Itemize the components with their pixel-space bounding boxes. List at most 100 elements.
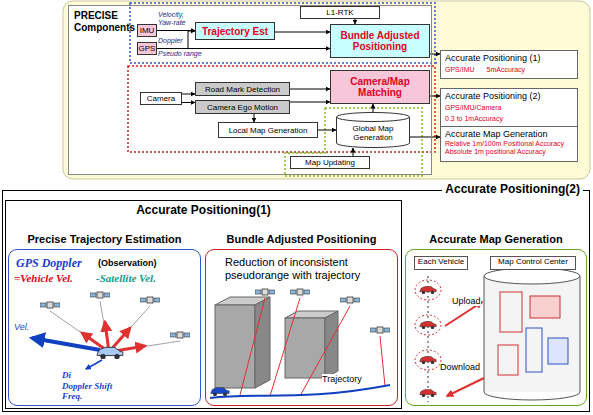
result-box: Accurate Positioning (2)GPS/IMU/Camera0.… [440, 88, 578, 128]
map-group-outline [285, 108, 422, 176]
input-box: GPS [137, 42, 157, 55]
process-box: Local Map Generation [218, 122, 318, 138]
node-text: Camera [147, 94, 175, 103]
camera-group-outline [128, 66, 435, 152]
edge-label: Pseudo range [158, 50, 202, 58]
formula-text: =Vehicle Vel. [14, 272, 73, 285]
detail-text: 5mAccuracy [487, 66, 526, 74]
process-box: Map Updating [290, 156, 370, 169]
sub-panel: Accurate Map GenerationEach Vehicle Map C… [405, 232, 587, 406]
process-box: Camera Ego Motion [195, 100, 290, 114]
input-box: Camera [140, 92, 182, 105]
shift-arrow [86, 360, 102, 369]
vehicle [420, 322, 437, 330]
bundle-illustration [210, 289, 390, 398]
satellite [40, 302, 60, 308]
edge-label: Velocity, Yaw-rate [158, 11, 194, 27]
result-box: Accurate Positioning (1) GPS/IMU 5mAccurac… [440, 50, 578, 79]
connector [254, 114, 255, 122]
vehicle [211, 388, 229, 396]
connector [157, 48, 330, 49]
label-text: (Observation) [98, 258, 157, 269]
road-line [428, 276, 429, 402]
result-box: Accurate Map GenerationRelative 1m/100m … [440, 126, 578, 162]
connector [290, 102, 330, 103]
node-text: Map Control Center [492, 257, 574, 267]
panel-frame [405, 249, 587, 406]
description-text: Reduction of inconsistent pseudorange wi… [225, 256, 393, 282]
vehicle [97, 347, 123, 359]
connector [157, 31, 195, 49]
node-text: Global Map Generation [338, 124, 408, 142]
satellite [255, 289, 275, 295]
connector [182, 94, 195, 95]
node-text: Local Map Generation [229, 126, 308, 135]
label-text: GPS Doppler [16, 256, 82, 270]
component-panel: PRECISE ComponentsIMUGPSTrajectory EstL1… [68, 5, 432, 175]
vector-label: Di [62, 370, 71, 380]
center-outline [484, 276, 580, 400]
detail-text: Relative 1m/100m Positional Accuracy [445, 140, 573, 148]
node-text: Accurate Map Generation [445, 129, 573, 140]
pseudorange-ray [380, 336, 385, 386]
node-text: Accurate Positioning (1) [445, 53, 573, 64]
satellite [140, 297, 160, 303]
building-front [215, 305, 255, 388]
ray-line [109, 306, 150, 352]
node-text: Accurate Positioning (2) [445, 91, 573, 102]
process-box: Camera/Map Matching [330, 70, 430, 104]
trajectory-curve [210, 385, 390, 398]
detail-text: 0.3 to 1mAccuracy [445, 115, 503, 123]
arrow-label: Download [440, 362, 480, 372]
connector [318, 130, 336, 131]
building-side [325, 311, 338, 378]
pseudorange-ray [240, 298, 265, 395]
satellite [170, 332, 190, 338]
node-text: Accurate Positioning(1) [6, 201, 401, 218]
arrow-label: Upload [452, 296, 481, 306]
node-text: Road Mark Detection [205, 85, 280, 94]
ray-line [109, 341, 180, 352]
process-box: Road Mark Detection [195, 82, 290, 96]
yellow-panel [63, 1, 590, 179]
cylinder-top [337, 113, 410, 122]
connector [182, 102, 195, 103]
process-box: L1-RTK [300, 6, 380, 19]
ray-line [100, 301, 109, 352]
connector [410, 137, 440, 138]
satellite [90, 292, 110, 298]
node-text: IMU [140, 26, 155, 35]
vehicle-range [415, 315, 441, 335]
node-text: Accurate Positioning(2) [442, 182, 583, 197]
formula-text: -Satellite Vel. [96, 272, 156, 285]
node-text: Accurate Map Generation [405, 232, 587, 246]
node-text: Camera/Map Matching [333, 76, 427, 98]
detail-text: GPS/IMU [445, 66, 475, 74]
component-panel-fill [68, 5, 432, 175]
vector-label: Doppler Shift Freq. [62, 381, 134, 401]
process-box: Bundle Adjusted Positioning [330, 24, 430, 58]
node-text: Each Vehicle [416, 257, 466, 267]
vehicle [420, 390, 437, 398]
tag-box: Map Control Center [490, 256, 576, 270]
map-tile [500, 292, 522, 332]
detail-text: Absolute 1m positional Accuracy [445, 148, 573, 156]
node-text: Precise Trajectory Estimation [8, 232, 201, 246]
satellite [370, 327, 390, 333]
connector [353, 148, 354, 156]
positioning-group-outline [130, 3, 435, 63]
node-text: Bundle Adjusted Positioning [333, 30, 427, 52]
section-frame: Accurate Positioning(2)Accurate Position… [2, 190, 590, 412]
vehicle [420, 357, 437, 365]
connector [373, 104, 374, 112]
edge-label: Doppler [158, 37, 183, 45]
curve-label: Trajectory [322, 374, 362, 384]
node-text: Bundle Adjusted Positioning [205, 232, 398, 246]
center-body [484, 276, 580, 392]
node-text: PRECISE Components [74, 10, 136, 34]
input-box: IMU [137, 24, 157, 37]
node-text: Map Updating [305, 158, 355, 167]
map-tile [548, 338, 568, 364]
pseudorange-ray [270, 298, 300, 396]
